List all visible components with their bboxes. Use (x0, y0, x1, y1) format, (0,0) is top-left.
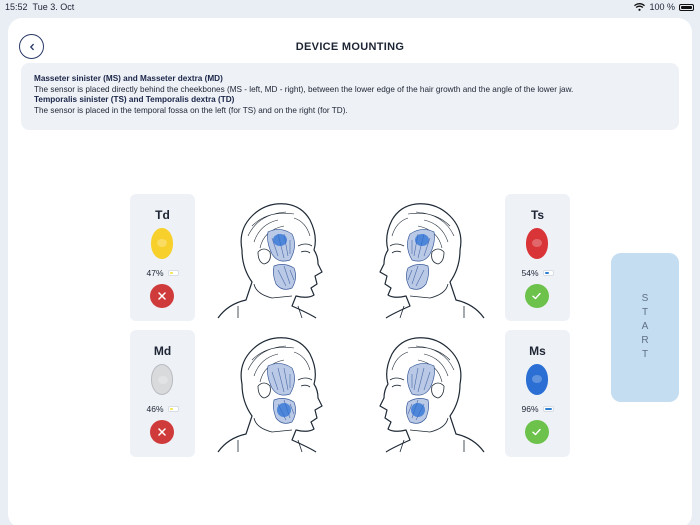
battery-row: 47% (130, 268, 195, 278)
back-button[interactable] (19, 34, 44, 59)
battery-percent: 96% (521, 404, 539, 414)
sensor-label: Td (155, 208, 170, 222)
battery-percent: 54% (521, 268, 539, 278)
check-icon (532, 292, 541, 300)
status-right: 100 % (634, 2, 694, 12)
sensor-card-md: Md 46% (130, 330, 195, 457)
page-title: DEVICE MOUNTING (295, 41, 405, 53)
start-label: START (639, 292, 651, 363)
battery-row: 54% (505, 268, 570, 278)
battery-icon (167, 270, 179, 276)
head-illustration-md (217, 337, 323, 453)
sensor-label: Ts (530, 208, 545, 222)
connected-button[interactable] (524, 420, 549, 444)
sensor-label: Ms (529, 344, 546, 358)
chevron-left-icon (29, 43, 34, 50)
status-bar: 15:52 Tue 3. Oct 100 % (0, 0, 700, 14)
battery-icon (167, 406, 179, 412)
battery-icon (542, 270, 554, 276)
sensor-card-td: Td 47% (130, 194, 195, 321)
close-icon (157, 428, 166, 436)
temporalis-heading: Temporalis sinister (TS) and Temporalis … (34, 95, 235, 104)
sensor-md-icon (151, 364, 173, 395)
battery-icon (679, 3, 694, 11)
status-time: 15:52 Tue 3. Oct (5, 2, 75, 12)
close-icon (157, 292, 166, 300)
sensor-label: Md (153, 344, 172, 358)
masseter-text: The sensor is placed directly behind the… (34, 84, 574, 94)
disconnected-button[interactable] (149, 284, 174, 308)
battery-row: 46% (130, 404, 195, 414)
sensor-card-ms: Ms 96% (505, 330, 570, 457)
battery-icon (542, 406, 554, 412)
sensor-td-icon (151, 228, 173, 259)
sensor-ms-icon (526, 364, 548, 395)
start-button[interactable]: START (611, 253, 679, 402)
temporalis-text: The sensor is placed in the temporal fos… (34, 105, 348, 115)
sensor-card-ts: Ts 54% (505, 194, 570, 321)
head-illustration-td (217, 203, 323, 319)
wifi-icon (634, 3, 646, 11)
masseter-heading: Masseter sinister (MS) and Masseter dext… (34, 74, 223, 83)
battery-percent: 100 % (649, 2, 675, 12)
connected-button[interactable] (524, 284, 549, 308)
battery-row: 96% (505, 404, 570, 414)
disconnected-button[interactable] (149, 420, 174, 444)
sensor-ts-icon (526, 228, 548, 259)
head-illustration-ts (379, 203, 485, 319)
battery-percent: 46% (146, 404, 164, 414)
mounting-instructions: Masseter sinister (MS) and Masseter dext… (21, 63, 679, 130)
battery-percent: 47% (146, 268, 164, 278)
check-icon (532, 428, 541, 436)
head-illustration-ms (379, 337, 485, 453)
